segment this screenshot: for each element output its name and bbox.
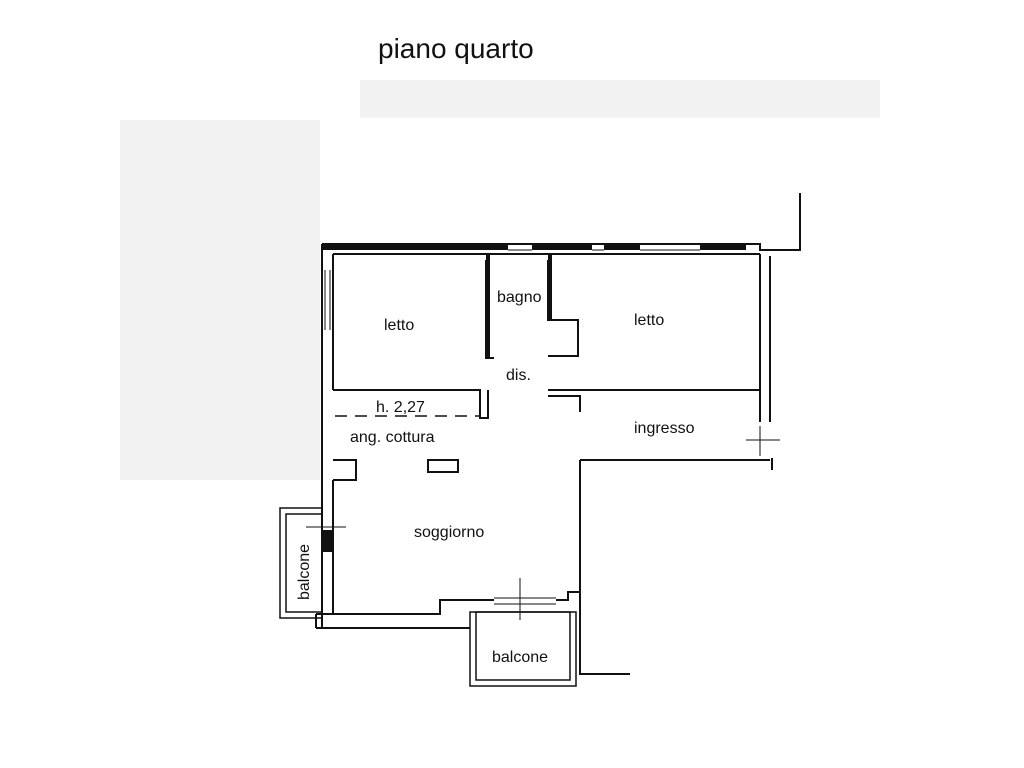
label-ingresso: ingresso <box>634 420 695 437</box>
ingresso-partition <box>548 395 581 412</box>
letto-left-bottom-wall <box>333 389 489 419</box>
kitchen-recess <box>333 459 357 481</box>
label-bagno: bagno <box>497 289 542 306</box>
bottom-wall-right <box>556 591 580 601</box>
balcone-bottom <box>469 611 577 687</box>
right-wall-soggiorno <box>579 460 630 675</box>
plan-title: piano quarto <box>378 33 534 64</box>
balcone-side <box>279 507 323 619</box>
bagno-right-wall <box>547 260 579 357</box>
bottom-wall-left <box>316 599 494 615</box>
label-balcone-bottom: balcone <box>492 649 548 666</box>
label-balcone-side: balcone <box>296 544 313 600</box>
label-disimpegno: dis. <box>506 367 531 384</box>
label-letto-right: letto <box>634 312 664 329</box>
stove-icon <box>427 459 459 473</box>
cross-markers <box>306 426 780 620</box>
wall-fills <box>322 244 746 552</box>
label-letto-left: letto <box>384 317 414 334</box>
label-soggiorno: soggiorno <box>414 524 484 541</box>
scan-shadow <box>120 80 880 480</box>
label-height-note: h. 2,27 <box>376 399 425 416</box>
walls <box>315 193 801 675</box>
label-angolo-cottura: ang. cottura <box>350 429 435 446</box>
top-exterior-wall <box>322 193 801 251</box>
